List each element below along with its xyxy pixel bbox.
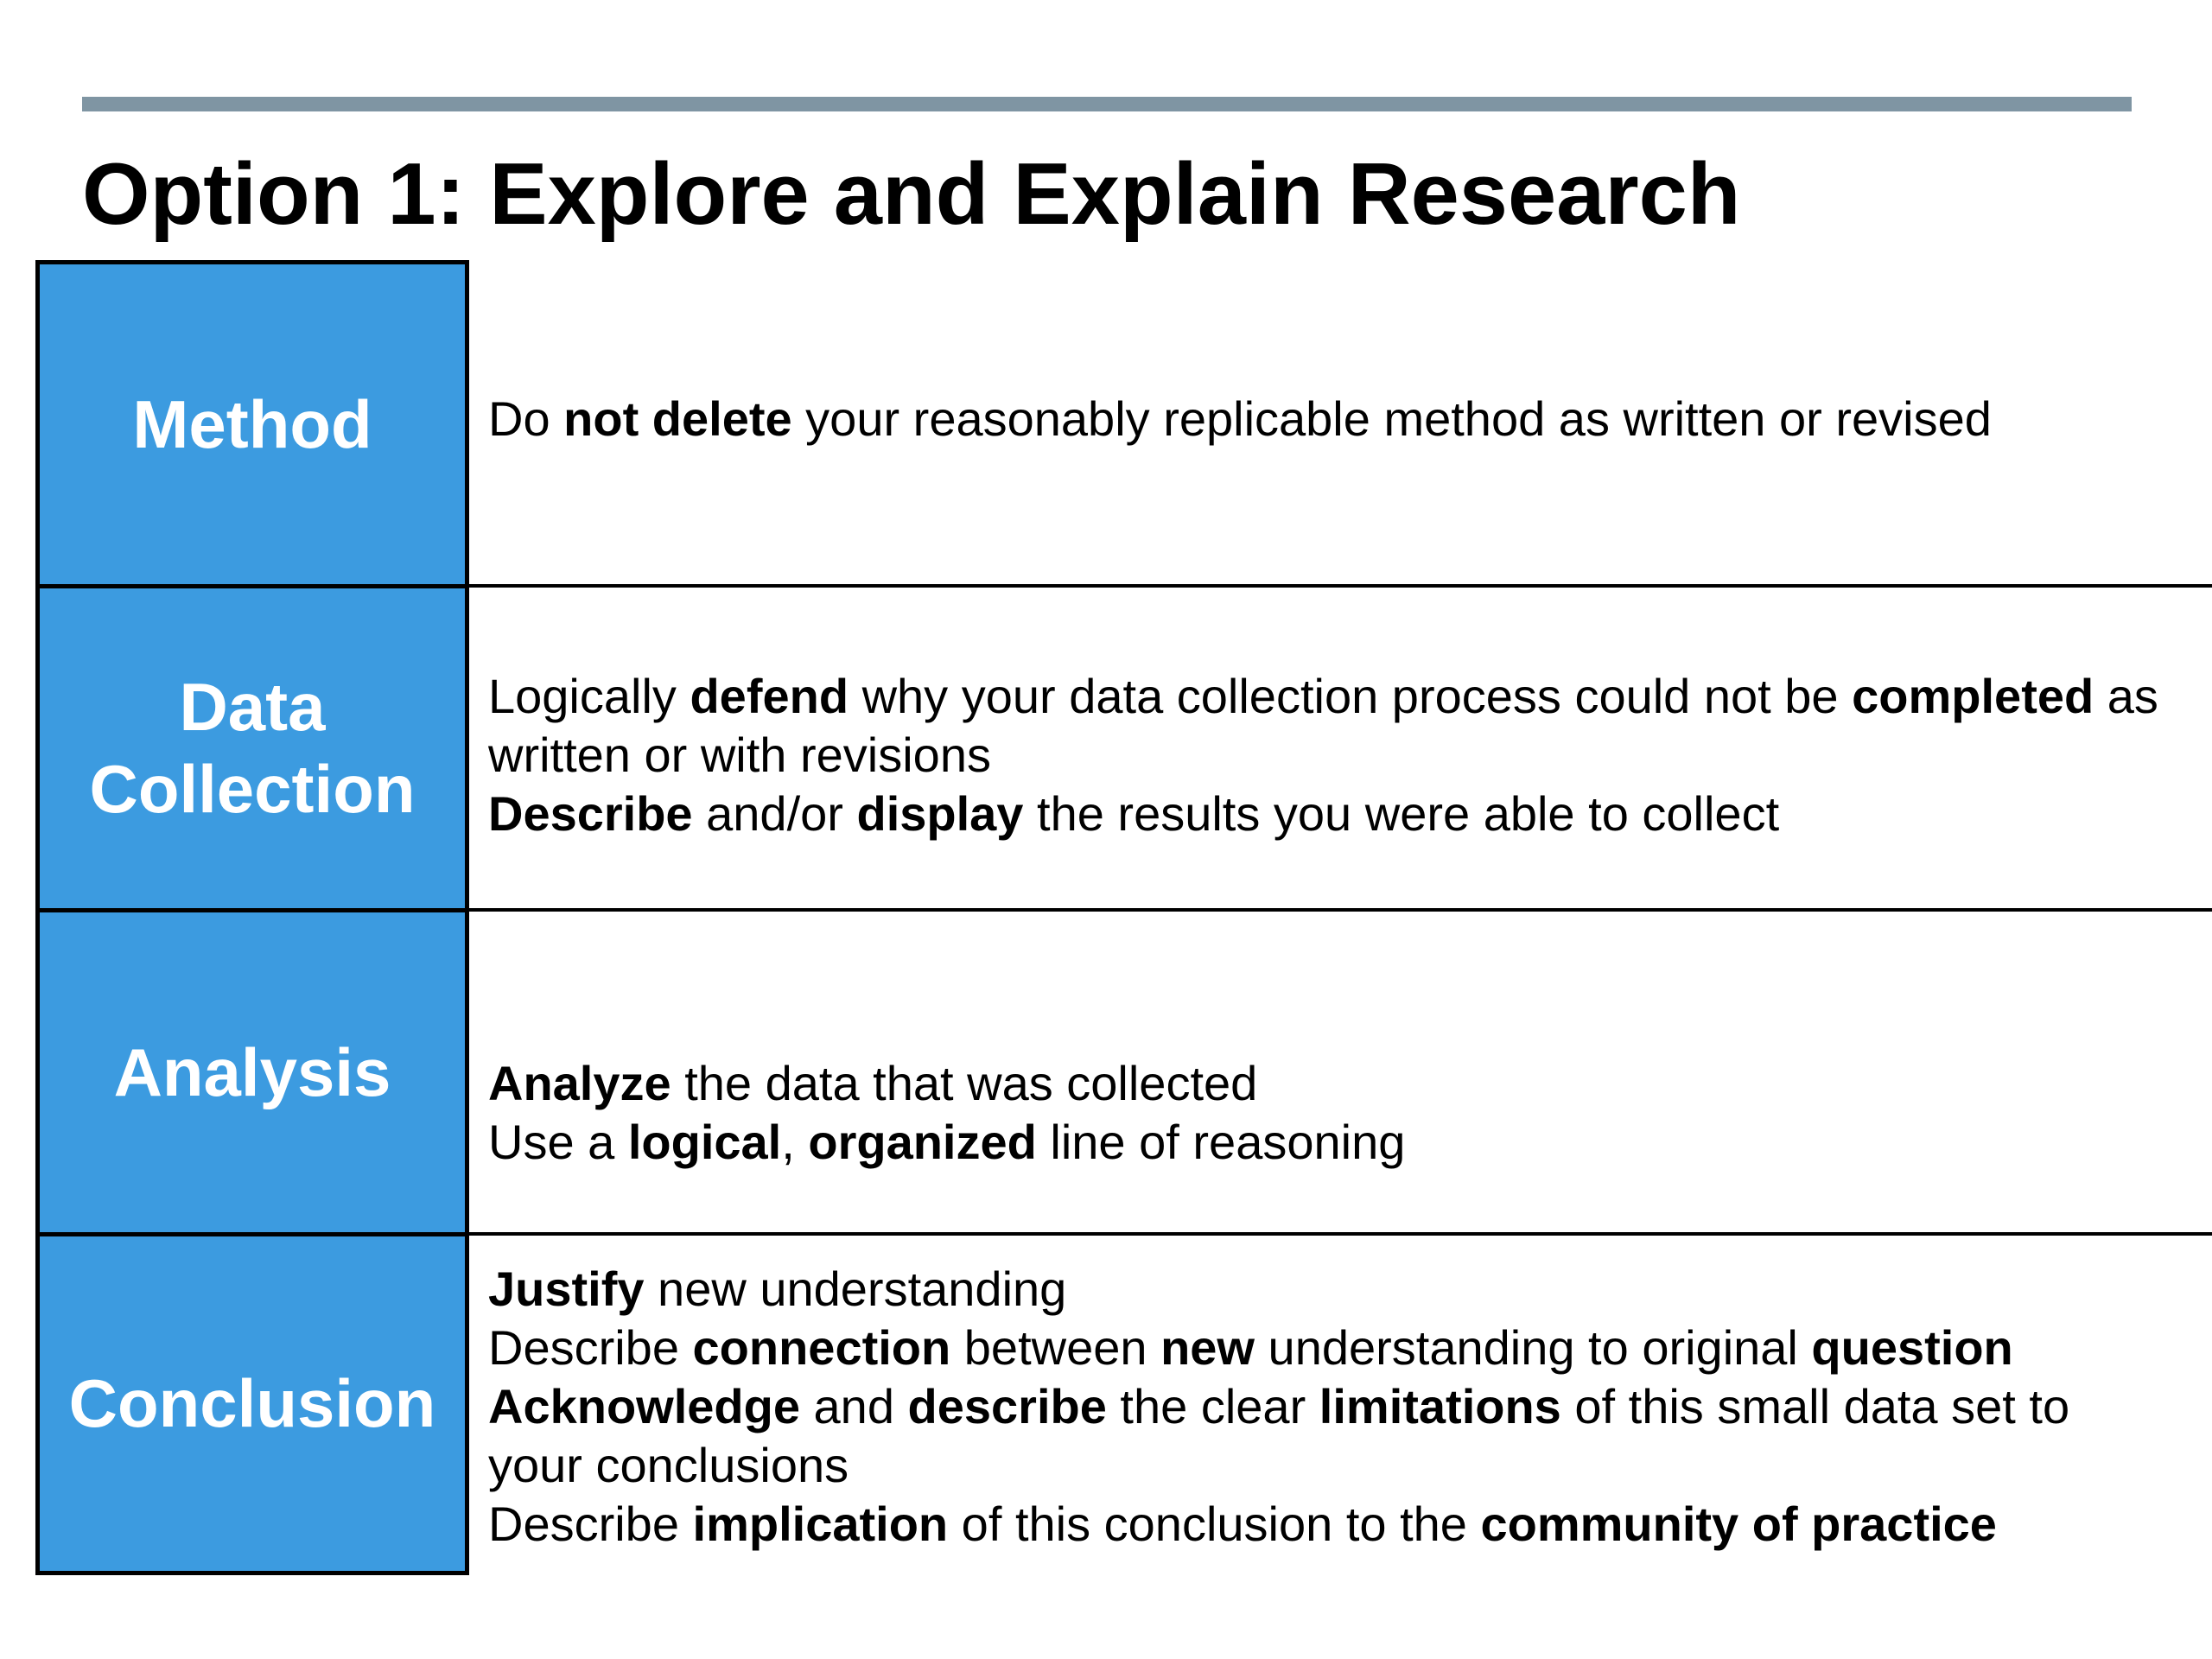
body-text: the clear xyxy=(1106,1379,1319,1433)
body-text: your conclusions xyxy=(488,1438,849,1492)
bold-text: new xyxy=(1160,1320,1255,1375)
bold-text: connection xyxy=(692,1320,951,1375)
content-line: Justify new understanding xyxy=(488,1260,2069,1319)
body-text: Use a xyxy=(488,1115,628,1169)
bold-text: community of practice xyxy=(1480,1497,1997,1551)
content-line: Logically defend why your data collectio… xyxy=(488,667,2158,726)
bold-text: limitations xyxy=(1319,1379,1561,1433)
content-line: Acknowledge and describe the clear limit… xyxy=(488,1377,2069,1436)
body-text: written or with revisions xyxy=(488,728,991,782)
row-content-cell: Do not delete your reasonably replicable… xyxy=(469,260,2212,584)
body-text: , xyxy=(781,1115,809,1169)
body-text: and xyxy=(799,1379,908,1433)
bold-text: question xyxy=(1811,1320,2013,1375)
body-text: as xyxy=(2094,669,2158,723)
row-label-cell: Data Collection xyxy=(35,584,469,908)
row-label-cell: Method xyxy=(35,260,469,584)
row-content-method: Do not delete your reasonably replicable… xyxy=(488,390,1992,448)
content-line: Use a logical, organized line of reasoni… xyxy=(488,1113,1405,1172)
content-line: your conclusions xyxy=(488,1436,2069,1495)
body-text: of this conclusion to the xyxy=(948,1497,1481,1551)
bold-text: Describe xyxy=(488,786,693,841)
row-label-cell: Analysis xyxy=(35,908,469,1232)
bold-text: logical xyxy=(627,1115,782,1169)
rubric-row-data-collection: Data Collection Logically defend why you… xyxy=(35,584,2212,908)
body-text: Describe xyxy=(488,1497,693,1551)
body-text: line of reasoning xyxy=(1036,1115,1406,1169)
body-text: the results you were able to collect xyxy=(1023,786,1780,841)
body-text: between xyxy=(950,1320,1161,1375)
bold-text: defend xyxy=(690,669,849,723)
bold-text: display xyxy=(856,786,1024,841)
row-label-conclusion: Conclusion xyxy=(68,1365,436,1441)
body-text: why your data collection process could n… xyxy=(849,669,1853,723)
body-text: understanding to original xyxy=(1254,1320,1812,1375)
content-line: Describe and/or display the results you … xyxy=(488,785,2158,843)
content-line: written or with revisions xyxy=(488,726,2158,785)
row-label-analysis: Analysis xyxy=(113,1033,391,1110)
content-line: Describe implication of this conclusion … xyxy=(488,1495,2069,1554)
body-text: Do xyxy=(488,391,564,446)
slide-title: Option 1: Explore and Explain Research xyxy=(82,146,1741,243)
bold-text: Justify xyxy=(488,1262,645,1316)
bold-text: Acknowledge xyxy=(488,1379,800,1433)
row-label-data-collection: Data Collection xyxy=(89,669,416,827)
body-text: Describe xyxy=(488,1320,693,1375)
content-line: Describe connection between new understa… xyxy=(488,1319,2069,1377)
row-content-data-collection: Logically defend why your data collectio… xyxy=(488,667,2158,843)
row-label-method: Method xyxy=(132,385,372,462)
rubric-table: Method Do not delete your reasonably rep… xyxy=(35,260,2212,1575)
content-line: Do not delete your reasonably replicable… xyxy=(488,390,1992,448)
bold-text: describe xyxy=(907,1379,1107,1433)
rubric-row-analysis: Analysis Analyze the data that was colle… xyxy=(35,908,2212,1232)
row-content-cell: Logically defend why your data collectio… xyxy=(469,584,2212,908)
bold-text: implication xyxy=(692,1497,949,1551)
body-text: of this small data set to xyxy=(1560,1379,2070,1433)
bold-text: not delete xyxy=(563,391,792,446)
title-rule xyxy=(82,97,2132,111)
bold-text: organized xyxy=(808,1115,1037,1169)
bold-text: completed xyxy=(1852,669,2094,723)
body-text: the data that was collected xyxy=(671,1056,1258,1110)
body-text: and/or xyxy=(692,786,857,841)
rubric-row-method: Method Do not delete your reasonably rep… xyxy=(35,260,2212,584)
body-text: your reasonably replicable method as wri… xyxy=(791,391,1992,446)
row-label-cell: Conclusion xyxy=(35,1232,469,1575)
bold-text: Analyze xyxy=(488,1056,671,1110)
body-text: new understanding xyxy=(644,1262,1067,1316)
content-line: Analyze the data that was collected xyxy=(488,1054,1405,1113)
body-text: Logically xyxy=(488,669,690,723)
